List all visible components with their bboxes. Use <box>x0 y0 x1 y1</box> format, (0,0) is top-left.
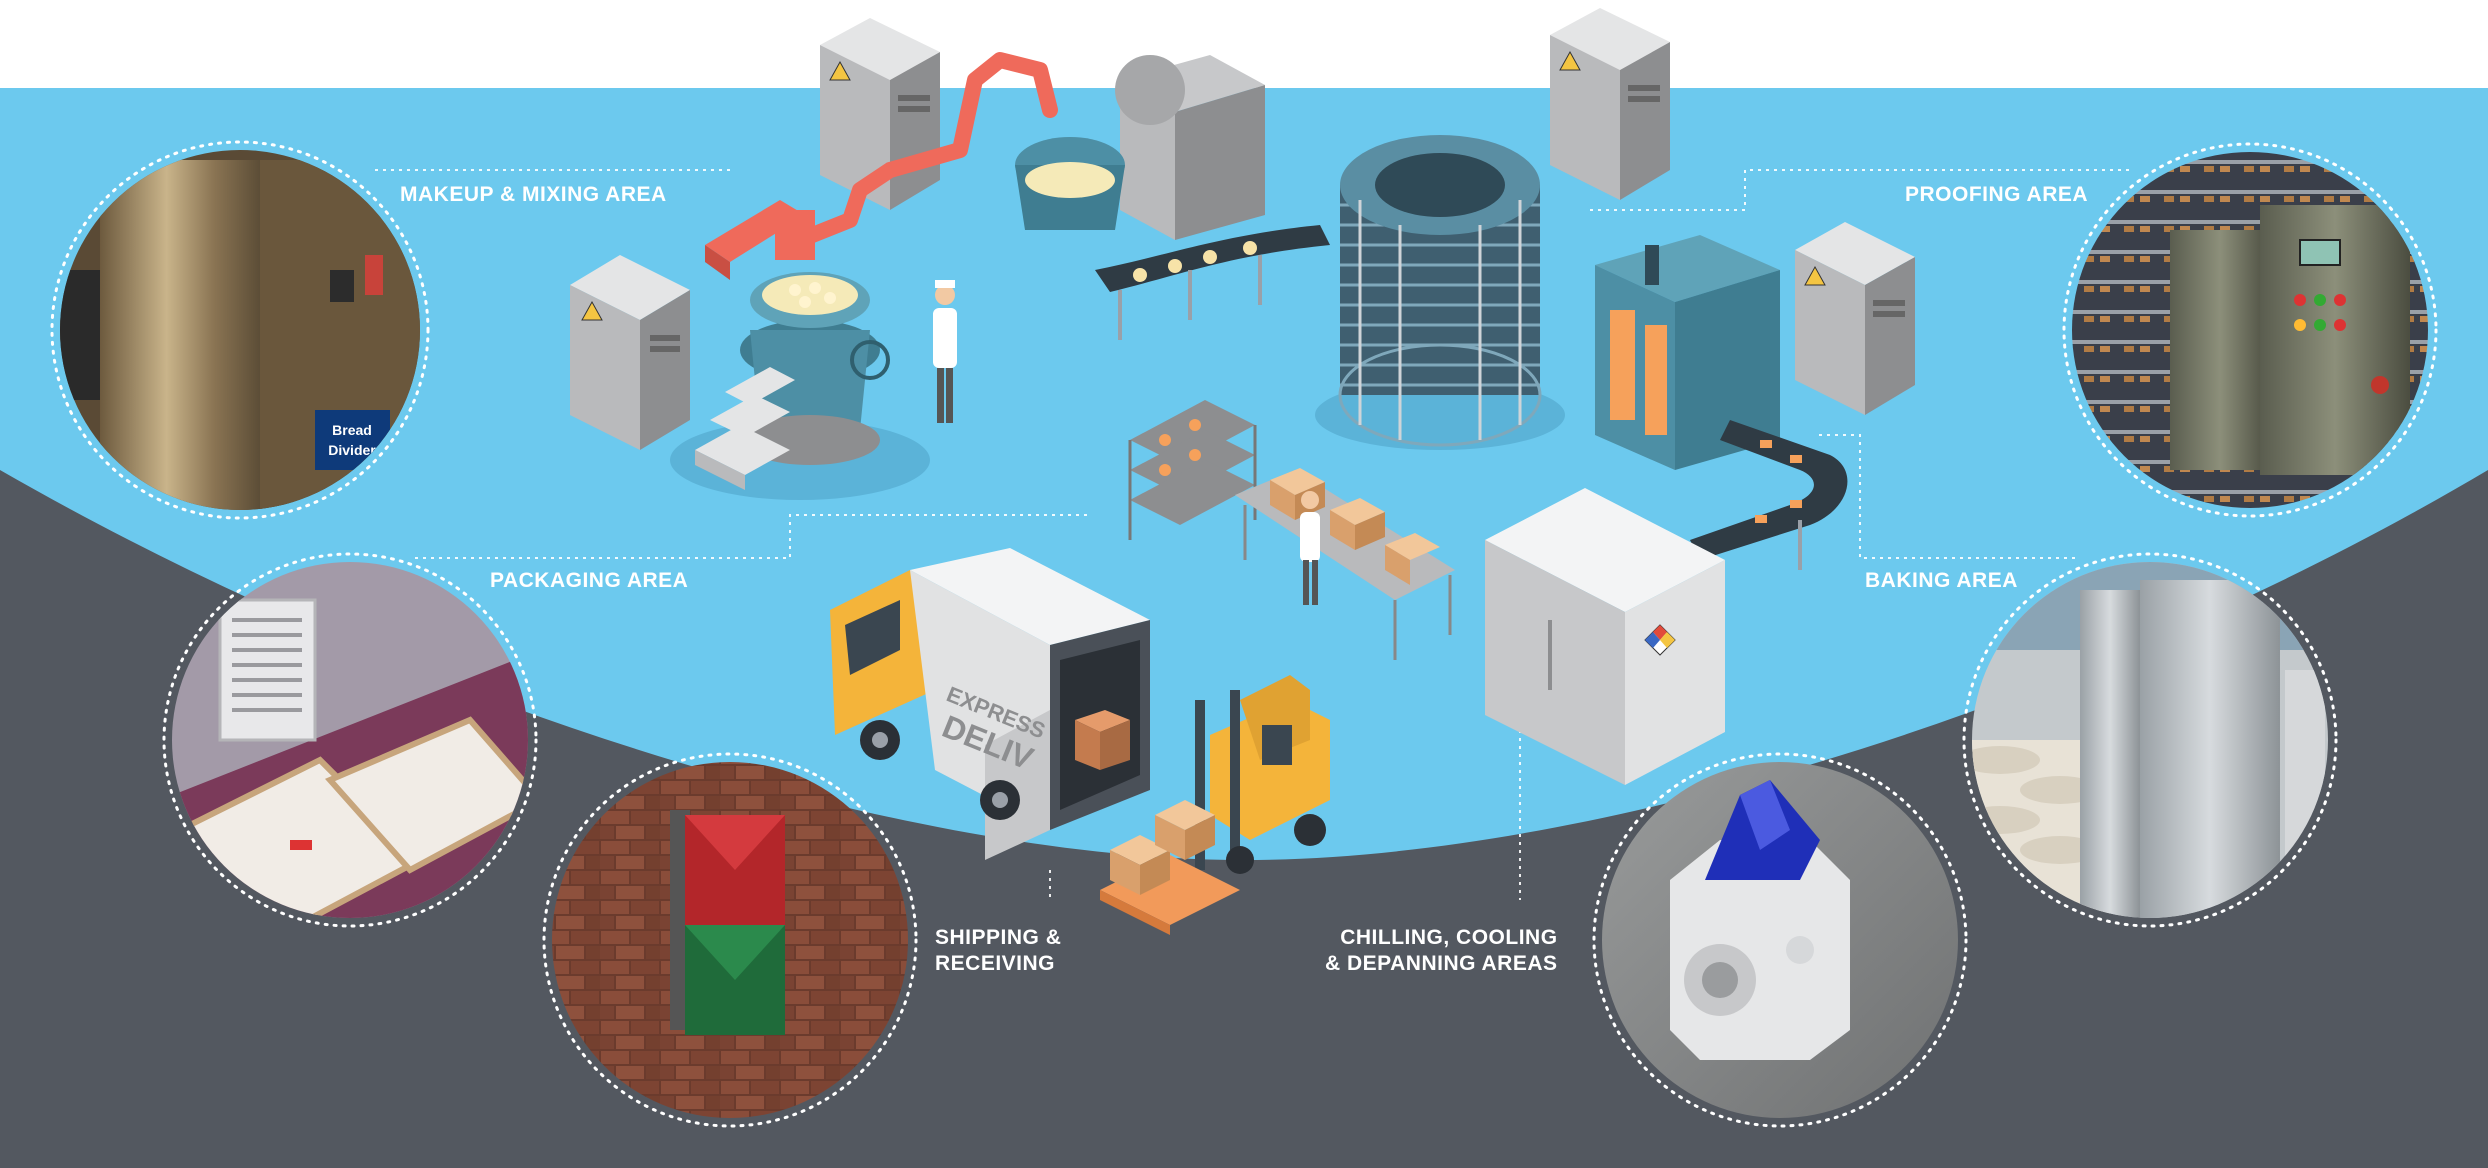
label-proofing: PROOFING AREA <box>1905 183 2089 206</box>
label-shipping-line-1: SHIPPING & <box>935 926 1062 949</box>
svg-text:Divider: Divider <box>328 442 376 458</box>
forklift <box>1195 675 1330 874</box>
oven <box>1595 235 1780 470</box>
leader-lines <box>375 169 2130 900</box>
label-makeup-mixing: MAKEUP & MIXING AREA <box>400 183 667 206</box>
label-baking: BAKING AREA <box>1865 569 2018 592</box>
warning-triangle-icon <box>581 300 603 321</box>
flour-duct <box>705 200 815 280</box>
plant-illustration: EXPRESS DELIV <box>570 8 1915 935</box>
delivery-truck: EXPRESS DELIV <box>830 548 1150 860</box>
bread-rack <box>1128 400 1257 540</box>
worker-mixer <box>933 280 957 423</box>
flour-pipe <box>792 52 1058 248</box>
electrical-cabinet-left <box>570 255 690 450</box>
photo-shipping <box>552 762 908 1118</box>
pallet-boxes <box>1100 800 1240 935</box>
dough-mixer <box>740 272 890 465</box>
label-packaging: PACKAGING AREA <box>490 569 689 592</box>
electrical-cabinet-top-right <box>1550 8 1670 200</box>
photo-packaging <box>172 562 528 918</box>
cooler-unit <box>1485 488 1725 785</box>
label-chilling: CHILLING, COOLING & DEPANNING AREAS <box>1325 925 1558 977</box>
photo-chilling <box>1602 762 1958 1118</box>
photo-proofing <box>2072 152 2428 508</box>
photo-rings <box>50 140 2438 1128</box>
label-chilling-line-2: & DEPANNING AREAS <box>1325 952 1558 975</box>
label-chilling-line-1: CHILLING, COOLING <box>1340 926 1558 949</box>
warning-triangle-icon <box>829 60 851 81</box>
conveyor-1 <box>1095 225 1330 340</box>
packing-station <box>1235 468 1455 660</box>
label-shipping-line-2: RECEIVING <box>935 952 1056 975</box>
electrical-cabinet-top <box>820 18 940 210</box>
conveyor-2 <box>1690 420 1848 570</box>
electrical-cabinet-right <box>1795 222 1915 415</box>
svg-text:Bread: Bread <box>332 422 372 438</box>
label-shipping: SHIPPING & RECEIVING <box>935 925 1061 977</box>
warning-triangle-icon <box>1804 265 1826 286</box>
photo-makeup-mixing: Bread Divider <box>60 150 420 510</box>
spiral-tower <box>1338 135 1542 447</box>
warning-triangle-icon <box>1559 50 1581 71</box>
photo-baking <box>1972 562 2328 918</box>
kneading-machine <box>1015 55 1265 240</box>
stairs <box>695 367 795 490</box>
